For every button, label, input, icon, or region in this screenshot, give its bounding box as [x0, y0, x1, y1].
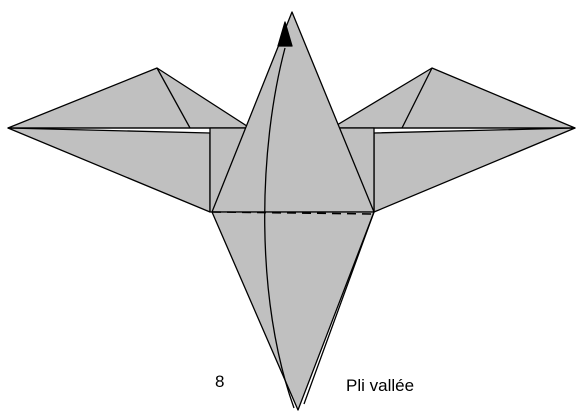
right-wing-upper-flap	[331, 67, 576, 129]
fold-instruction-label: Pli vallée	[346, 376, 415, 395]
right-wing	[331, 67, 576, 213]
right-lower-crease	[303, 211, 375, 405]
central-body	[211, 11, 375, 411]
upper-neck	[211, 11, 375, 213]
right-wing-lower-flap	[373, 127, 576, 213]
left-wing-inner-crease	[156, 67, 191, 129]
step-number: 8	[215, 372, 225, 391]
valley-fold-line	[211, 211, 375, 215]
left-wing-upper-flap	[7, 67, 251, 129]
left-wing	[7, 67, 253, 213]
center-crease	[264, 47, 295, 409]
left-wing-lower-flap	[7, 127, 211, 213]
lower-body	[211, 211, 375, 411]
arrow-head-icon	[277, 21, 293, 47]
right-wing-inner-crease	[401, 67, 433, 129]
